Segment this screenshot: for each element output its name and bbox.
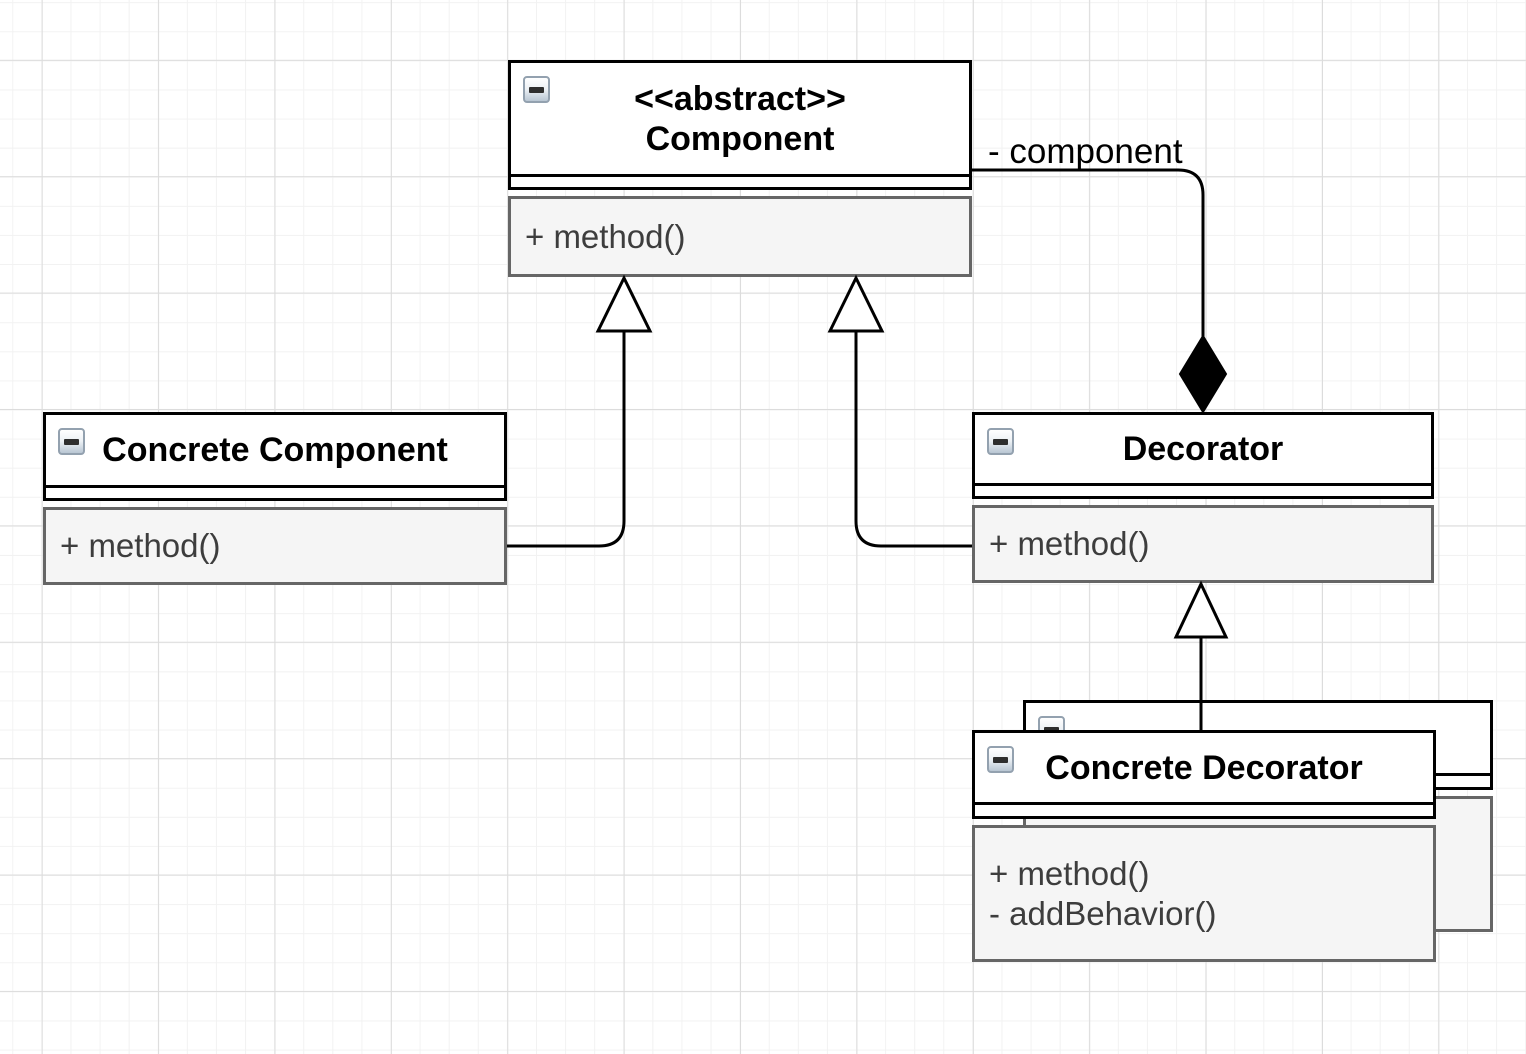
method-text: + method() (525, 217, 686, 255)
methods-compartment: + method() - addBehavior() (972, 825, 1436, 962)
method-text: + method() (989, 525, 1150, 562)
generalization-concrete-component-to-component[interactable] (507, 274, 653, 548)
method-text: + method() (60, 527, 221, 564)
class-title-compartment: Concrete Decorator (972, 730, 1436, 805)
class-name: Concrete Component (102, 431, 448, 469)
collapse-minus-icon[interactable] (987, 746, 1014, 773)
generalization-arrowhead-icon (1173, 580, 1229, 639)
class-heading: <<abstract>> Component (634, 79, 846, 159)
composition-component-to-decorator[interactable] (972, 168, 1228, 414)
methods-compartment: + method() (508, 196, 972, 277)
class-component[interactable]: <<abstract>> Component + method() (508, 60, 972, 277)
collapse-minus-icon[interactable] (58, 428, 85, 455)
methods-compartment: + method() (972, 505, 1434, 583)
attributes-compartment-empty (43, 488, 507, 501)
composition-line (972, 168, 1205, 338)
class-decorator[interactable]: Decorator + method() (972, 412, 1434, 583)
methods-compartment: + method() (43, 507, 507, 585)
collapse-minus-icon[interactable] (523, 76, 550, 103)
class-concrete-decorator[interactable]: Concrete Decorator + method() - addBehav… (972, 730, 1436, 962)
generalization-arrowhead-icon (827, 274, 885, 333)
class-title-compartment: Concrete Component (43, 412, 507, 488)
class-name: Concrete Decorator (1045, 748, 1363, 787)
class-stereotype: <<abstract>> (634, 79, 846, 118)
generalization-concrete-decorator-to-decorator[interactable] (1173, 580, 1229, 731)
composition-label[interactable]: - component (988, 132, 1183, 171)
generalization-arrowhead-icon (595, 274, 653, 333)
class-title-compartment: <<abstract>> Component (508, 60, 972, 177)
class-name: Component (645, 119, 835, 158)
composition-diamond-icon (1178, 334, 1228, 414)
class-name: Decorator (1122, 430, 1284, 468)
generalization-decorator-to-component[interactable] (827, 274, 972, 548)
collapse-minus-icon[interactable] (987, 428, 1014, 455)
class-concrete-component[interactable]: Concrete Component + method() (43, 412, 507, 585)
class-title-compartment: Decorator (972, 412, 1434, 486)
generalization-line (507, 331, 626, 548)
method-text: - addBehavior() (989, 894, 1217, 932)
generalization-line (854, 331, 972, 548)
attributes-compartment-empty (508, 177, 972, 190)
attributes-compartment-empty (972, 805, 1436, 819)
attributes-compartment-empty (972, 486, 1434, 499)
method-text: + method() (989, 854, 1150, 892)
